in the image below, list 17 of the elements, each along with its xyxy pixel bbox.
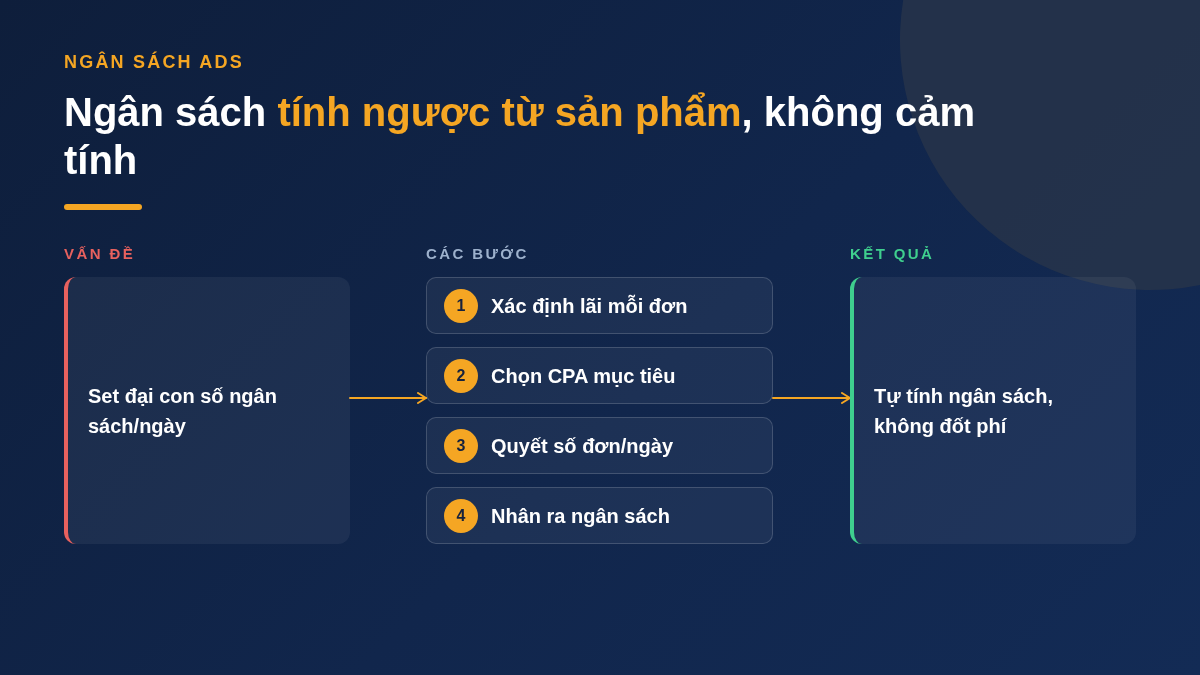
column-heading: CÁC BƯỚC — [426, 245, 529, 263]
step-text: Quyết số đơn/ngày — [491, 433, 674, 459]
step-text: Chọn CPA mục tiêu — [491, 363, 676, 389]
step-box — [426, 417, 773, 474]
arrow — [349, 392, 427, 404]
step-box — [426, 487, 773, 544]
section-label: NGÂN SÁCH ADS — [64, 52, 244, 73]
card-text: Tự tính ngân sách, không đốt phí — [874, 383, 1054, 439]
step-box — [426, 347, 773, 404]
column-heading: VẤN ĐỀ — [64, 245, 136, 263]
card-text: Set đại con số ngân sách/ngày — [88, 383, 278, 439]
step-box — [426, 277, 773, 334]
slide-title: Ngân sách tính ngược từ sản phẩm, không cảm tính — [64, 89, 976, 184]
step-text: Xác định lãi mỗi đơn — [491, 293, 688, 319]
arrow — [772, 392, 851, 404]
column-heading: KẾT QUẢ — [850, 245, 935, 263]
step-text: Nhân ra ngân sách — [491, 503, 670, 529]
